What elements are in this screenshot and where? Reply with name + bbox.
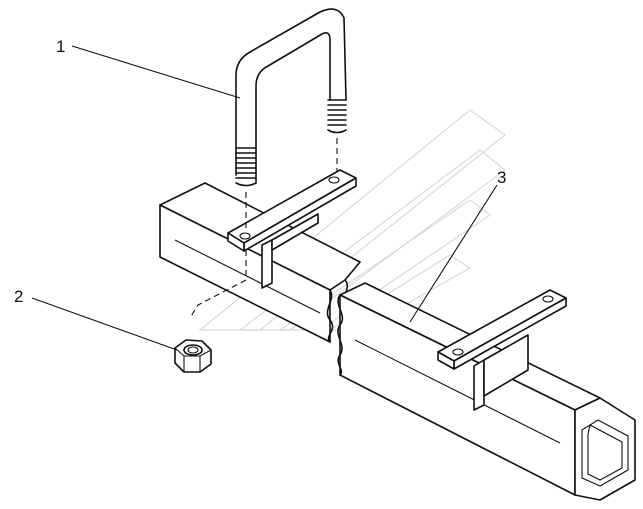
hex-nut — [174, 339, 212, 373]
right-bracket — [437, 289, 567, 411]
leader-2 — [31, 297, 178, 351]
leader-3 — [409, 184, 498, 323]
leader-lines — [31, 45, 498, 351]
u-bolt-right-thread — [327, 99, 347, 134]
callout-3: 3 — [497, 168, 506, 187]
leader-1 — [71, 45, 241, 99]
u-bolt — [235, 8, 347, 187]
callout-2: 2 — [14, 287, 23, 306]
left-bracket — [227, 169, 357, 289]
callout-1: 1 — [56, 37, 65, 56]
u-bolt-left-thread — [235, 147, 257, 187]
assembly-centerlines — [189, 138, 338, 319]
